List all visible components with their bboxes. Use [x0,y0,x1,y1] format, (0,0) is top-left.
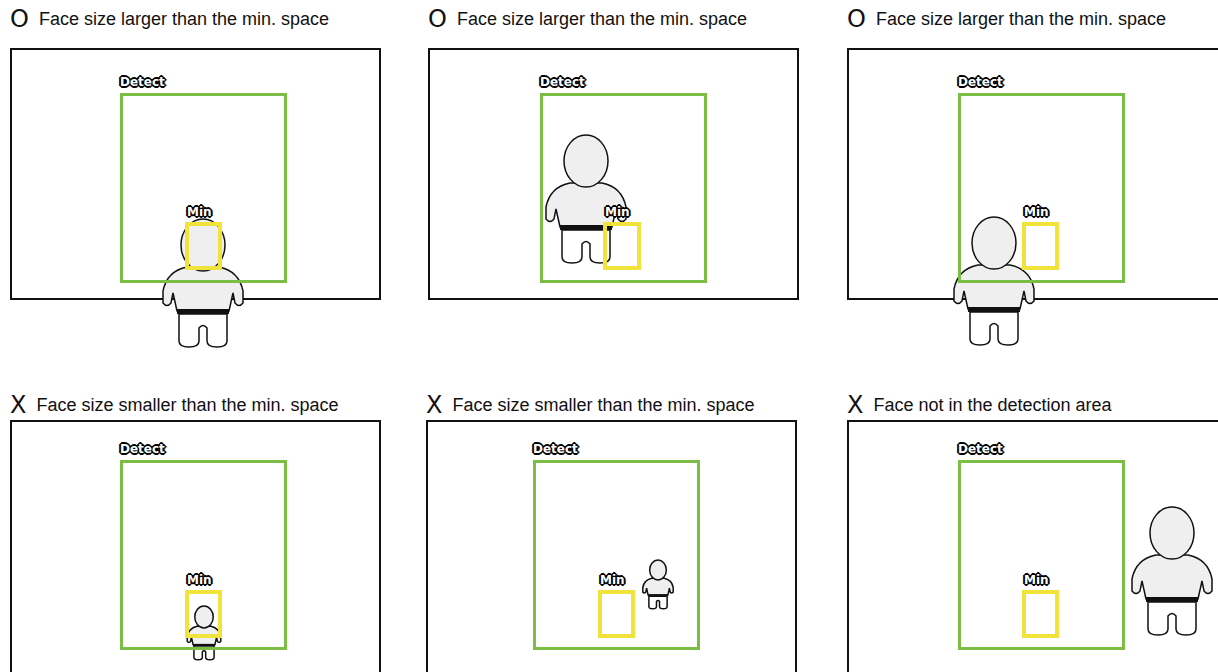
min-label: Min [600,573,625,587]
panel-frame: MinDetectXFace not in the detection area [847,420,1218,672]
verdict-mark: O [428,6,447,32]
detect-label: Detect [120,442,165,456]
verdict-mark: X [847,392,863,418]
panel-frame: MinDetectXFace size smaller than the min… [426,420,797,672]
panel-frame: MinDetectOFace size larger than the min.… [10,48,381,300]
detect-area: MinDetect [120,93,287,283]
detect-label: Detect [540,75,585,89]
min-size-box: Min [1022,590,1059,638]
verdict-mark: O [10,6,29,32]
min-size-box: Min [1022,222,1059,270]
detect-area: MinDetect [533,460,700,650]
caption-text: Face size larger than the min. space [39,8,329,30]
detect-label: Detect [958,442,1003,456]
min-label: Min [605,205,630,219]
detect-area: MinDetect [120,460,287,650]
detect-label: Detect [958,75,1003,89]
panel-frame: MinDetectOFace size larger than the min.… [428,48,799,300]
panel-caption: X Face size smaller than the min. space [10,392,339,418]
panel-caption: O Face size larger than the min. space [10,6,329,32]
panel-frame: MinDetectOFace size larger than the min.… [847,48,1218,300]
min-label: Min [1024,205,1049,219]
detect-label: Detect [533,442,578,456]
panel-caption: O Face size larger than the min. space [847,6,1166,32]
min-label: Min [1024,573,1049,587]
min-label: Min [187,573,212,587]
panel-caption: X Face size smaller than the min. space [426,392,755,418]
verdict-mark: X [10,392,26,418]
person-figure [1132,507,1212,635]
caption-text: Face size larger than the min. space [876,8,1166,30]
person-figure [546,135,626,263]
verdict-mark: X [426,392,442,418]
detect-area: MinDetect [958,460,1125,650]
panel-caption: X Face not in the detection area [847,392,1112,418]
detect-label: Detect [120,75,165,89]
min-size-box: Min [185,222,222,270]
verdict-mark: O [847,6,866,32]
person-figure [187,606,221,660]
min-size-box: Min [603,222,641,270]
panel-caption: O Face size larger than the min. space [428,6,747,32]
min-label: Min [187,205,212,219]
caption-text: Face size smaller than the min. space [36,394,338,416]
person-figure [643,560,673,609]
panel-frame: MinDetectXFace size smaller than the min… [10,420,381,672]
min-size-box: Min [598,590,635,638]
person-figure [163,219,243,347]
detect-area: MinDetect [958,93,1125,283]
detect-area: MinDetect [540,93,707,283]
min-size-box: Min [185,590,222,638]
caption-text: Face size smaller than the min. space [452,394,754,416]
caption-text: Face size larger than the min. space [457,8,747,30]
caption-text: Face not in the detection area [873,394,1111,416]
